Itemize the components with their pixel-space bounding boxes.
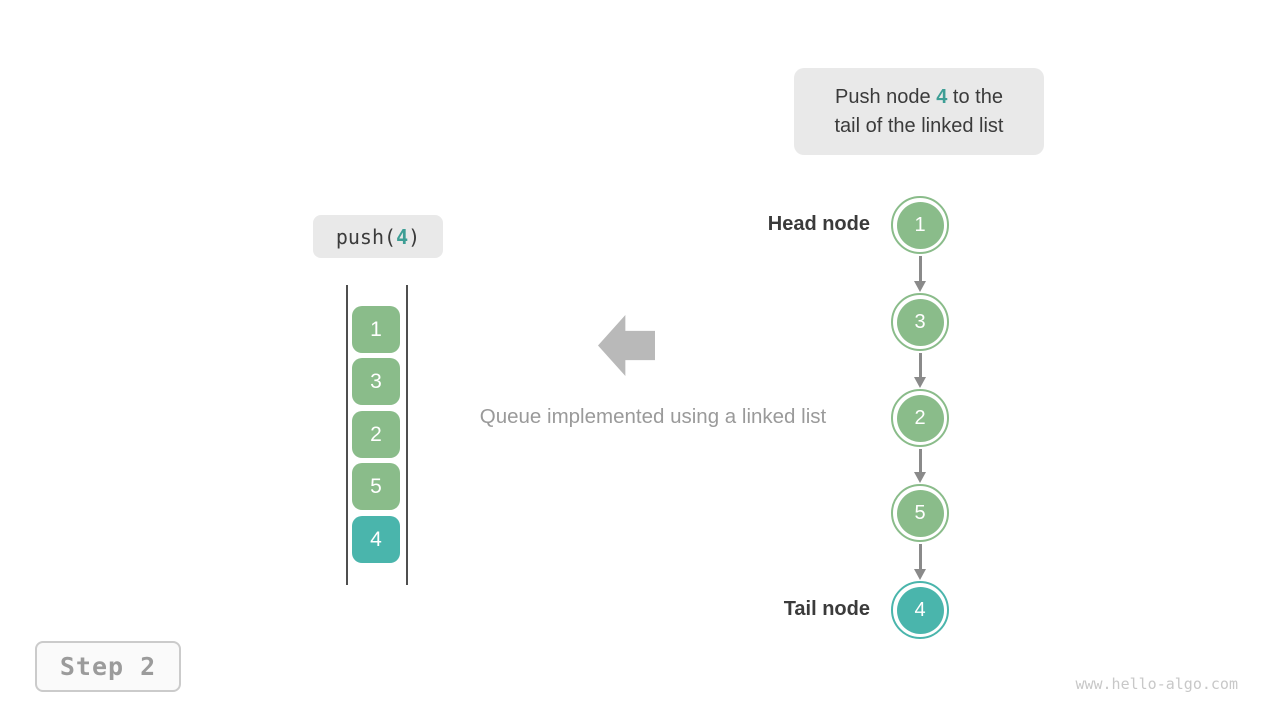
linked-list-node-value: 3 [896,298,944,346]
left-block-arrow-icon [598,315,655,376]
callout-text-prefix: Push node [835,85,937,108]
linked-list-node: 5 [891,484,949,542]
linked-list-node-value: 2 [896,394,944,442]
linked-list-node-value: 4 [896,586,944,634]
queue-item-new: 4 [352,516,400,563]
head-node-label: Head node [767,213,870,235]
down-arrow-icon [913,353,927,388]
queue-item: 1 [352,306,400,353]
queue-rail-right [406,285,408,585]
linked-list-node-value: 1 [896,201,944,249]
operation-suffix: ) [408,224,421,249]
callout-highlight-value: 4 [936,85,948,108]
callout-line-2: tail of the linked list [834,114,1004,137]
down-arrow-icon [913,256,927,292]
operation-value: 4 [396,224,409,249]
tail-node-label: Tail node [783,598,870,620]
step-badge: Step 2 [35,641,181,692]
queue-rail-left [346,285,348,585]
queue-item: 3 [352,358,400,405]
linked-list-node: 1 [891,196,949,254]
down-arrow-icon [913,544,927,580]
watermark: www.hello-algo.com [1075,675,1238,693]
callout-text-suffix: to the [947,85,1003,108]
operation-label: push(4) [313,215,443,258]
queue-item: 5 [352,463,400,510]
linked-list-node-tail: 4 [891,581,949,639]
callout-push-description: Push node 4 to the tail of the linked li… [794,68,1044,155]
linked-list-node: 3 [891,293,949,351]
queue-item: 2 [352,411,400,458]
linked-list-node: 2 [891,389,949,447]
callout-line-1: Push node 4 to the [835,83,1003,112]
down-arrow-icon [913,449,927,483]
linked-list-node-value: 5 [896,489,944,537]
diagram-caption: Queue implemented using a linked list [479,405,827,428]
operation-prefix: push( [335,224,397,249]
